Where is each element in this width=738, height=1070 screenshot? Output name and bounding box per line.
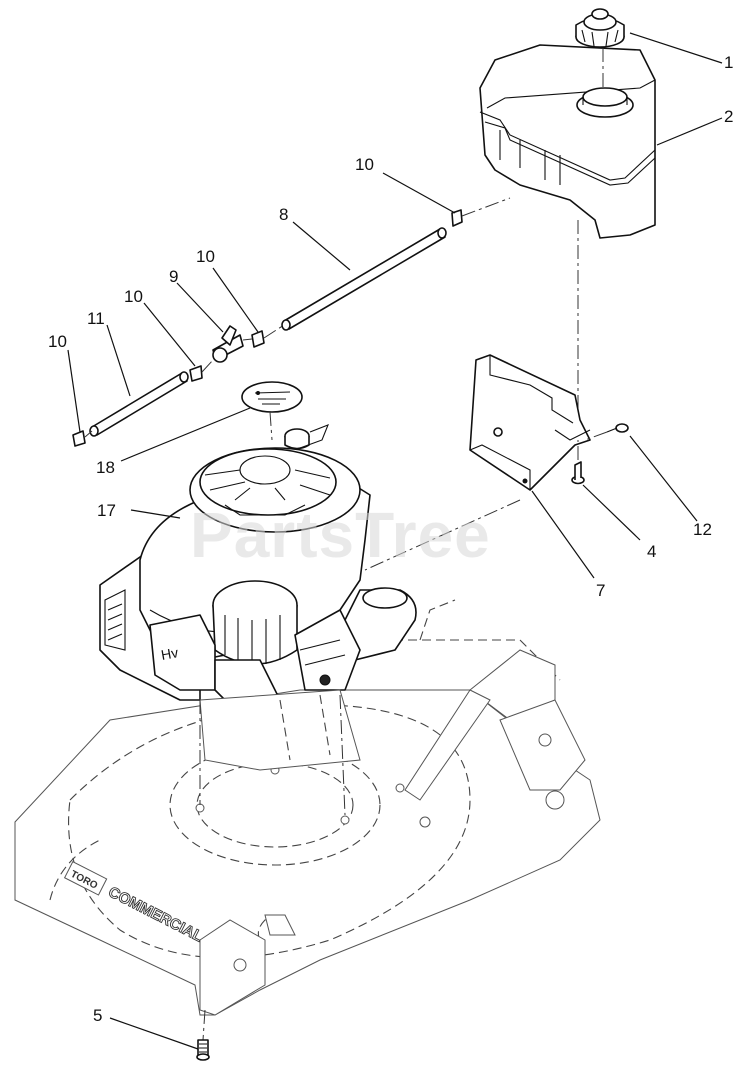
- decal: [241, 381, 303, 441]
- callout-10-tank: 10: [355, 155, 374, 174]
- bolt-5: [196, 1009, 210, 1061]
- fuel-cap: [575, 8, 625, 48]
- watermark: PartsTree: [190, 499, 491, 571]
- fuel-tank: [479, 44, 656, 239]
- callout-10-end: 10: [48, 332, 67, 351]
- callout-5: 5: [93, 1006, 102, 1025]
- tank-bracket: [469, 354, 591, 491]
- callout-2: 2: [724, 107, 733, 126]
- callout-7: 7: [596, 581, 605, 600]
- leader-lines: [67, 32, 723, 1050]
- bracket-engine-axis: [364, 499, 521, 571]
- callout-12: 12: [693, 520, 712, 539]
- callout-11: 11: [87, 309, 105, 328]
- screw-12: [584, 423, 629, 441]
- callout-10-valve: 10: [196, 247, 215, 266]
- screw-4: [571, 440, 585, 485]
- callout-10-left: 10: [124, 287, 143, 306]
- callout-1: 1: [724, 53, 733, 72]
- callout-8: 8: [279, 205, 288, 224]
- callout-17: 17: [97, 501, 116, 520]
- svg-text:Hv: Hv: [160, 644, 180, 663]
- fuel-line-assembly: [72, 197, 511, 447]
- callout-18: 18: [96, 458, 115, 477]
- engine: Hv: [99, 424, 417, 816]
- callout-9: 9: [169, 267, 178, 286]
- callout-4: 4: [647, 542, 656, 561]
- mower-deck: TORO COMMERCIAL: [14, 599, 601, 1016]
- callout-numbers: 1 2 10 8 10 9 10 11 10 18 17 12 4 7 5: [48, 53, 733, 1025]
